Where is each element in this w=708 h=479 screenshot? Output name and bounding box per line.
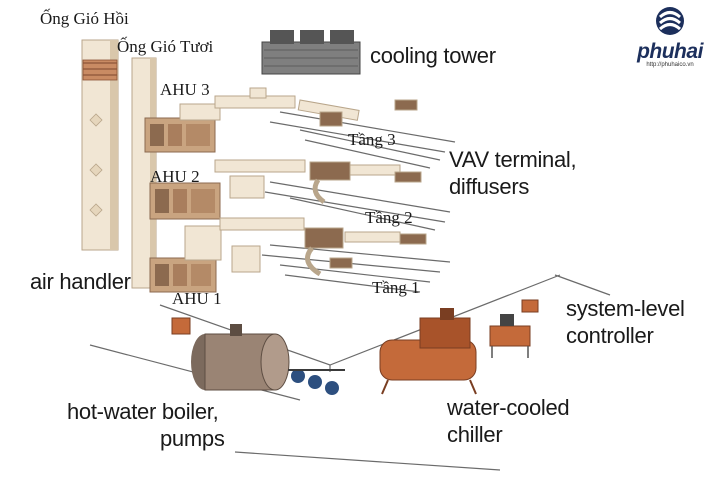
ahu-1-unit — [149, 225, 261, 293]
floor-plate-1 — [261, 244, 451, 293]
ahu2-label: AHU 2 — [150, 167, 200, 186]
air-handler-label: air handler — [30, 269, 131, 294]
vav-label-line1: VAV terminal, — [449, 147, 577, 172]
ahu1-label: AHU 1 — [172, 289, 222, 308]
cooling-tower — [261, 30, 361, 75]
phuhai-logo: phuhai http://phuhaico.vn — [634, 4, 706, 68]
pumps — [288, 369, 345, 395]
controller-label-line1: system-level — [566, 296, 685, 321]
return-air-duct — [81, 39, 119, 251]
controller-label-line2: controller — [566, 323, 654, 348]
boiler-label-line2: pumps — [160, 426, 225, 451]
hot-water-boiler — [171, 317, 290, 391]
fresh-duct-label: Ống Gió Tươi — [117, 37, 214, 56]
logo-url: http://phuhaico.vn — [646, 62, 694, 68]
system-controller — [489, 299, 539, 358]
floor-3-ducts — [214, 87, 418, 127]
chiller-label-line1: water-cooled — [447, 395, 570, 420]
chiller-label-line2: chiller — [447, 422, 503, 447]
water-cooled-chiller — [379, 308, 477, 395]
floor2-label: Tầng 2 — [365, 208, 413, 227]
floor1-label: Tầng 1 — [372, 278, 420, 297]
floor-plate-2 — [264, 181, 451, 231]
vav-label-line2: diffusers — [449, 174, 530, 199]
floor-1-ducts — [219, 217, 427, 277]
fresh-air-duct — [131, 57, 157, 289]
ahu3-label: AHU 3 — [160, 80, 210, 99]
logo-wordmark: phuhai — [637, 40, 703, 63]
boiler-label-line1: hot-water boiler, — [67, 399, 219, 424]
return-duct-label: Ống Gió Hồi — [40, 9, 129, 28]
floor3-label: Tầng 3 — [348, 130, 396, 149]
ahu-3-unit — [144, 103, 221, 153]
floor-2-ducts — [214, 159, 422, 205]
cooling-tower-label: cooling tower — [370, 43, 496, 68]
phuhai-logo-icon — [656, 7, 684, 35]
floor-plate-3 — [269, 111, 456, 169]
ahu-2-unit — [149, 175, 265, 220]
